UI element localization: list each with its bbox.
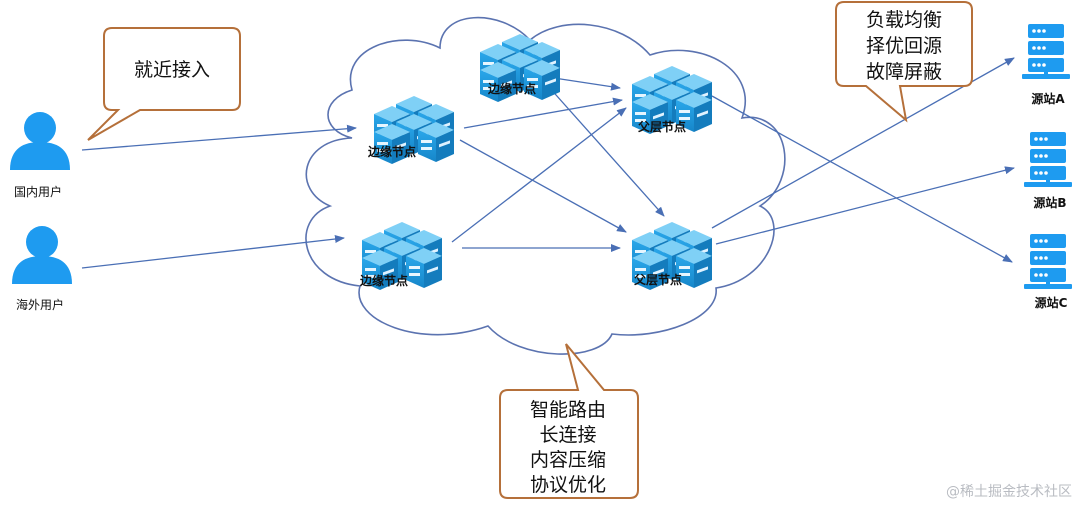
domestic-user	[10, 112, 70, 170]
origin-a	[1022, 24, 1070, 79]
user-icon	[10, 112, 70, 170]
origin-c-label: 源站C	[1035, 295, 1068, 310]
user-icon	[12, 226, 72, 284]
link-edge3-to-parent1	[451, 107, 627, 243]
callout-routing	[499, 343, 639, 499]
overseas-user-label: 海外用户	[16, 297, 64, 312]
edge-node-1-label: 边缘节点	[367, 144, 416, 159]
link-edge2-to-parent2	[547, 85, 665, 217]
edge-node-2-label: 边缘节点	[487, 81, 536, 96]
link-parent2-to-origin-b	[715, 166, 1015, 245]
link-parent1-to-origin-c	[711, 95, 1013, 263]
callout-balance	[835, 1, 973, 123]
link-overseas-to-edge3	[81, 235, 345, 269]
domestic-user-label: 国内用户	[14, 184, 62, 199]
server-icon	[1024, 234, 1072, 289]
parent-node-2-label: 父层节点	[633, 272, 682, 287]
link-edge2-to-parent1	[553, 77, 621, 91]
callout-balance-line-2: 择优回源	[866, 35, 942, 57]
server-icon	[1024, 132, 1072, 187]
callout-balance-line-1: 负载均衡	[866, 9, 942, 31]
link-domestic-to-edge1	[81, 124, 357, 151]
edge-node-3-label: 边缘节点	[359, 273, 408, 288]
origin-c	[1024, 234, 1072, 289]
origin-b	[1024, 132, 1072, 187]
server-icon	[1022, 24, 1070, 79]
callout-routing-line-2: 长连接	[539, 424, 596, 446]
origin-b-label: 源站B	[1033, 195, 1066, 210]
callout-routing-line-3: 内容压缩	[530, 449, 606, 471]
callout-nearby	[87, 27, 241, 141]
link-edge1-to-parent1	[463, 97, 623, 129]
callout-nearby-text: 就近接入	[134, 59, 210, 81]
parent-node-1-label: 父层节点	[637, 119, 686, 134]
link-edge1-to-parent2	[459, 139, 627, 233]
overseas-user	[12, 226, 72, 284]
callout-routing-line-4: 协议优化	[530, 474, 606, 496]
callout-routing-line-1: 智能路由	[530, 399, 606, 421]
origin-a-label: 源站A	[1031, 91, 1065, 106]
callout-balance-line-3: 故障屏蔽	[866, 61, 942, 83]
watermark: @稀土掘金技术社区	[946, 484, 1072, 500]
